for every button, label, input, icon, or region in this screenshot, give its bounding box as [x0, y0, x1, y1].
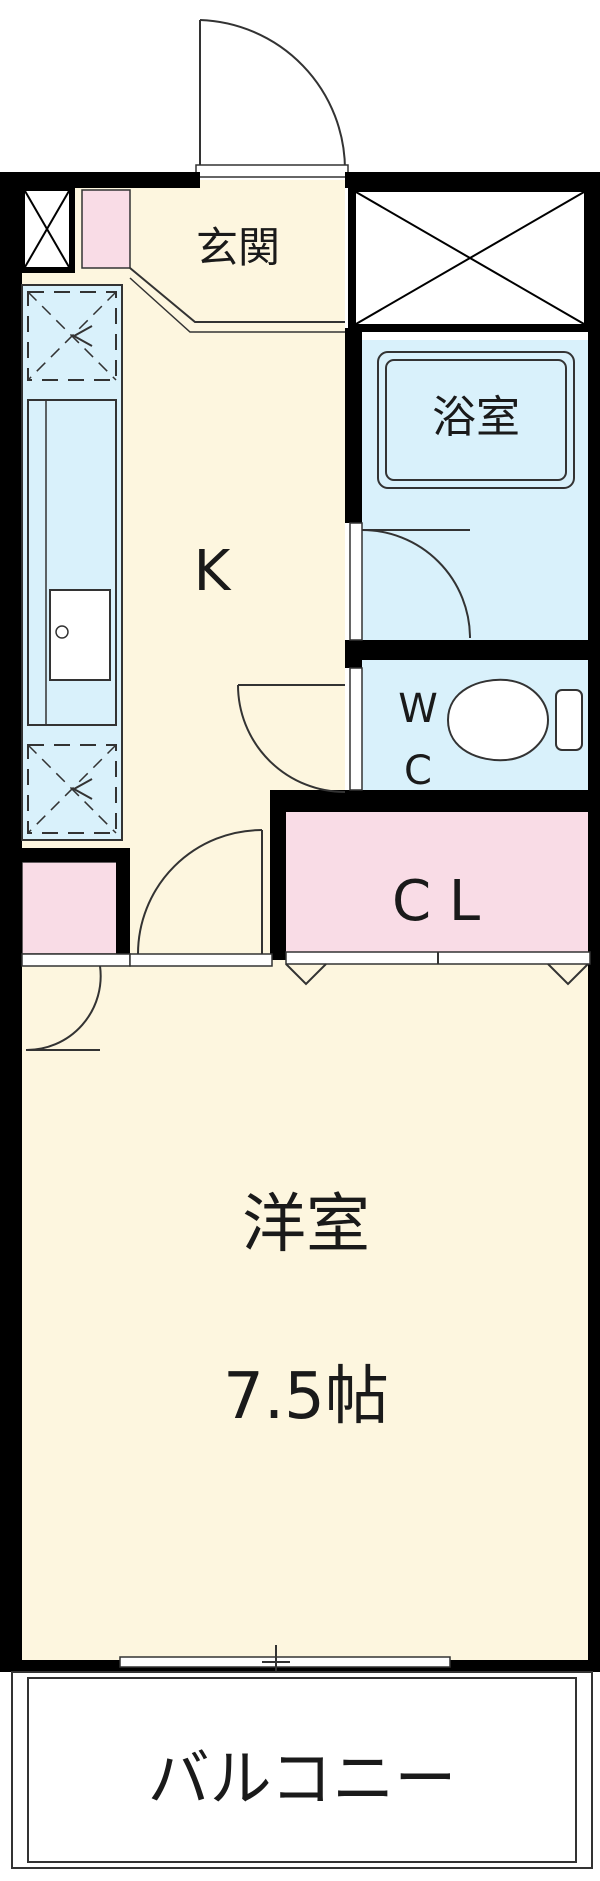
- label-bath: 浴室: [432, 392, 520, 443]
- balcony-outline: [11, 1671, 593, 1869]
- bath-door-arc: [361, 529, 471, 639]
- wall: [345, 640, 590, 660]
- sink: [49, 589, 111, 681]
- wall: [588, 172, 600, 1668]
- entrance-floor: [130, 180, 345, 322]
- label-toilet-c: C: [404, 748, 432, 794]
- toilet-tank: [555, 689, 583, 751]
- wall: [270, 790, 590, 812]
- sink-drain: [55, 625, 69, 639]
- lower-cabinet: [27, 744, 117, 834]
- wall: [0, 172, 200, 188]
- bathtub: [377, 351, 575, 489]
- upper-cabinet-mark: [71, 325, 93, 347]
- label-western-room: 洋室: [242, 1188, 370, 1262]
- closet-door-mark: [285, 963, 327, 986]
- entrance-step: [129, 267, 345, 323]
- ps-box-left-cross: [24, 190, 70, 268]
- upper-cabinet: [27, 291, 117, 381]
- threshold: [129, 953, 273, 967]
- label-western-room-size: 7.5帖: [223, 1360, 389, 1434]
- kitchen-counter: [21, 284, 123, 841]
- toilet-bowl: [446, 678, 550, 762]
- wall: [345, 328, 362, 523]
- closet-floor: [286, 812, 590, 952]
- entrance-step: [129, 277, 345, 333]
- label-toilet-w: W: [398, 686, 438, 732]
- storage-door-arc: [25, 965, 102, 1052]
- entrance-door-arc: [199, 19, 346, 171]
- toilet-door-frame: [349, 667, 363, 791]
- wall: [116, 848, 130, 960]
- toilet-door-arc: [237, 684, 346, 793]
- bath-door-frame: [349, 522, 363, 641]
- storage-box: [21, 861, 123, 955]
- wall: [22, 848, 130, 862]
- threshold: [21, 953, 131, 967]
- lower-cabinet-mark: [71, 778, 93, 800]
- closet-door-mark: [547, 963, 589, 986]
- label-kitchen: K: [194, 539, 232, 604]
- wall: [270, 790, 286, 960]
- room-door-arc: [137, 829, 263, 955]
- label-entrance: 玄関: [196, 223, 280, 272]
- wall: [0, 172, 22, 1668]
- shoe-box: [81, 189, 131, 269]
- entrance-threshold: [195, 164, 349, 178]
- label-closet: C L: [392, 869, 480, 934]
- western-room-floor: [22, 960, 590, 1660]
- balcony-inner: [27, 1677, 577, 1863]
- ps-box-right-cross: [355, 191, 585, 325]
- counter-top: [27, 399, 117, 726]
- bathtub-inner: [385, 359, 567, 481]
- label-balcony: バルコニー: [148, 1742, 457, 1815]
